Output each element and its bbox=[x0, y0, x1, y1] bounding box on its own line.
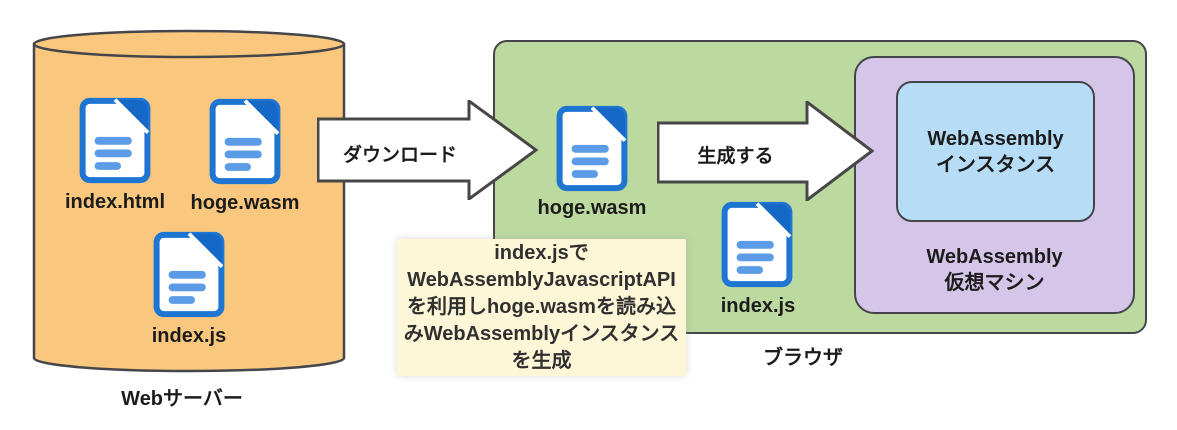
server-file-label-index-html: index.html bbox=[64, 191, 165, 213]
file-document-icon bbox=[556, 105, 628, 192]
download-arrow-label: ダウンロード bbox=[342, 145, 457, 166]
file-document-icon bbox=[209, 98, 281, 185]
annotation-note: index.jsで WebAssemblyJavascriptAPI を利用しh… bbox=[397, 239, 686, 376]
server-file-label-index-js: index.js bbox=[151, 325, 227, 347]
wasm-instance-box: WebAssembly インスタンス bbox=[896, 81, 1095, 222]
web-server-label: Webサーバー bbox=[121, 388, 243, 410]
wasm-vm-label: WebAssembly 仮想マシン bbox=[854, 244, 1135, 296]
generate-arrow-label: 生成する bbox=[697, 146, 774, 167]
note-line: WebAssemblyJavascriptAPI bbox=[407, 269, 676, 291]
file-document-icon bbox=[79, 97, 151, 184]
wasm-instance-label-line2: インスタンス bbox=[935, 153, 1056, 176]
generate-arrow-icon bbox=[657, 101, 874, 201]
wasm-instance-label-line1: WebAssembly bbox=[927, 127, 1064, 150]
file-document-icon bbox=[153, 231, 225, 318]
note-line: を生成 bbox=[511, 350, 572, 372]
wasm-vm-label-line1: WebAssembly bbox=[926, 246, 1063, 268]
note-line: index.jsで bbox=[494, 242, 589, 264]
file-document-icon bbox=[721, 201, 793, 288]
wasm-vm-label-line2: 仮想マシン bbox=[944, 272, 1045, 294]
wasm-instance-label: WebAssembly インスタンス bbox=[927, 126, 1063, 178]
download-arrow-icon bbox=[317, 100, 538, 200]
server-file-label-hoge-wasm: hoge.wasm bbox=[190, 192, 300, 214]
browser-file-label-index-js: index.js bbox=[720, 295, 796, 317]
browser-label: ブラウザ bbox=[763, 347, 843, 369]
note-line: を利用しhoge.wasmを読み込 bbox=[407, 296, 676, 318]
browser-file-label-hoge-wasm: hoge.wasm bbox=[537, 197, 647, 219]
note-line: みWebAssemblyインスタンス bbox=[403, 323, 680, 345]
